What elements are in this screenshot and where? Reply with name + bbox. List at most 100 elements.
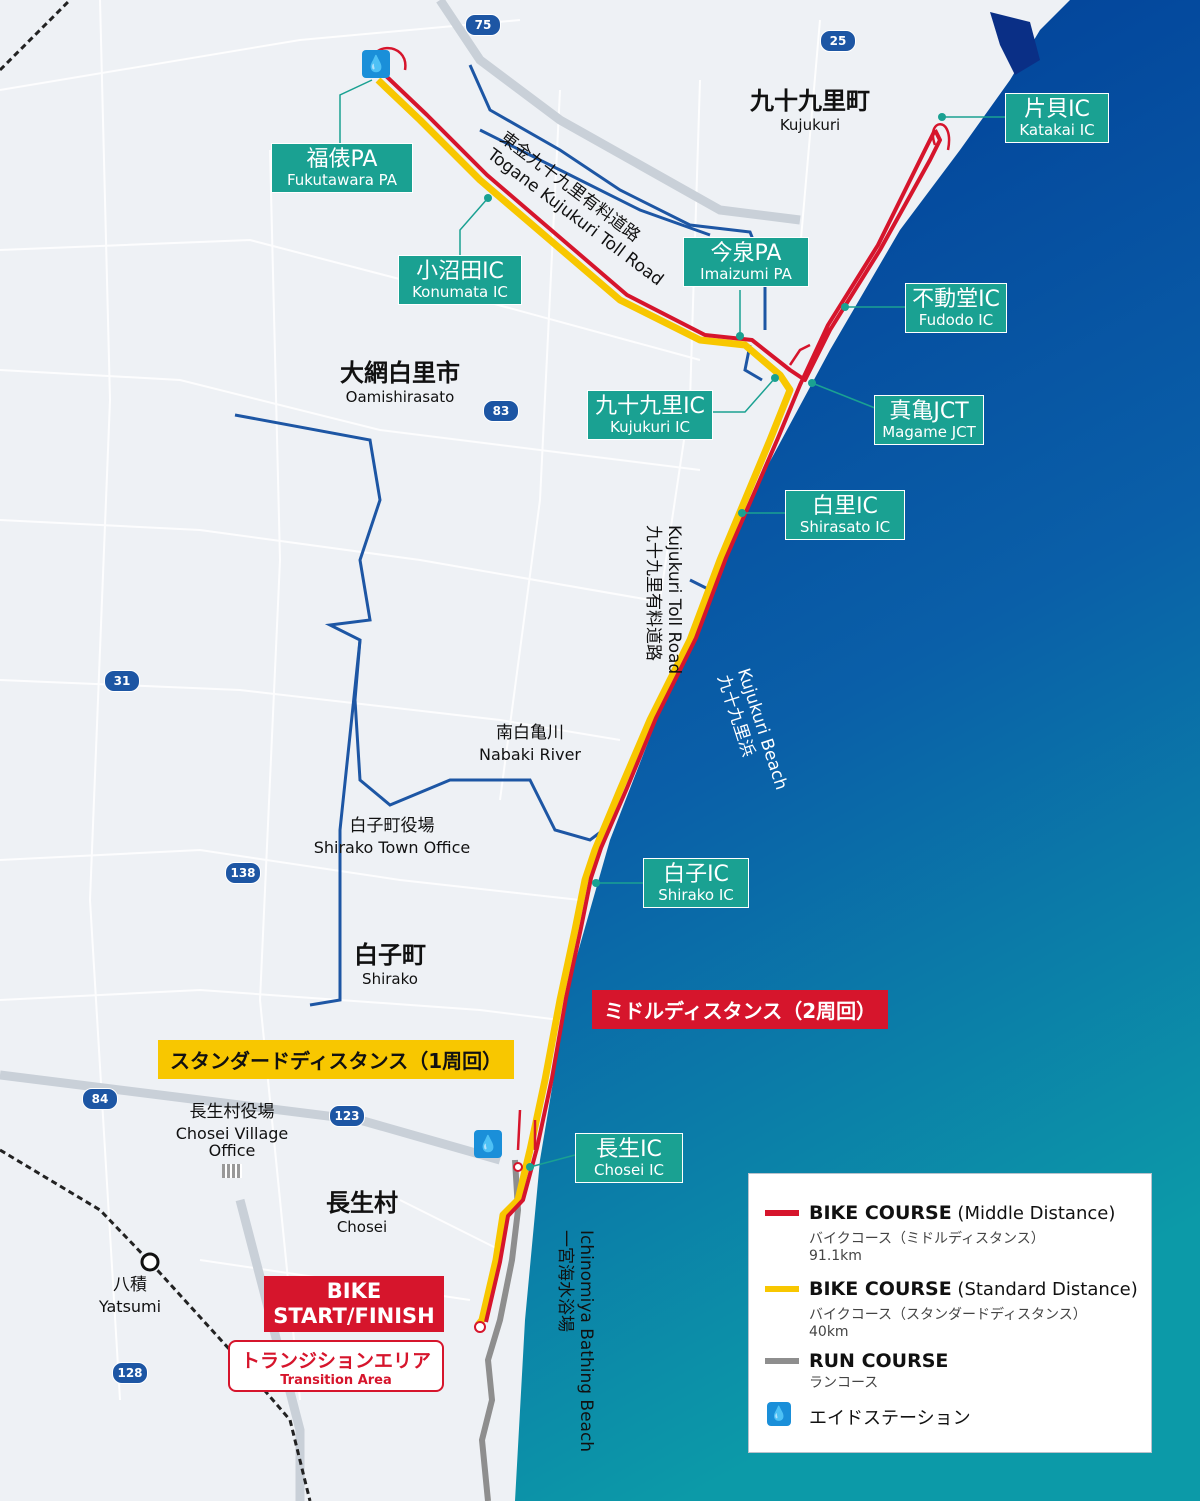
- place-name-jp: 南白亀川: [496, 723, 564, 743]
- road-name-en: Kujukuri Toll Road: [664, 525, 684, 675]
- ic-name-jp: 不動堂IC: [912, 287, 1000, 312]
- turn-arrow: [516, 1109, 537, 1151]
- ic-dots: [484, 113, 946, 1171]
- middle-course-line: [383, 73, 942, 1323]
- ic-name-jp: 長生IC: [596, 1137, 662, 1162]
- ic-name-en: Kujukuri IC: [609, 418, 690, 437]
- ic-name-jp: 九十九里IC: [595, 394, 705, 419]
- harbour: [990, 12, 1040, 75]
- beach-name-en: Ichinomiya Bathing Beach: [576, 1230, 596, 1453]
- ic-name-en: Fukutawara PA: [286, 171, 398, 190]
- place-name-en: Oamishirasato: [345, 388, 455, 407]
- transition-jp: トランジションエリア: [240, 1350, 431, 1372]
- legend-title-main: BIKE COURSE: [809, 1202, 952, 1224]
- legend-sub-jp: バイクコース（ミドルディスタンス）: [809, 1231, 1045, 1247]
- place-name-en: Shirako Town Office: [313, 837, 471, 857]
- station-yatsumi: [140, 1252, 160, 1272]
- place-name-jp: 白子町役場: [349, 816, 435, 836]
- legend-title-paren: (Middle Distance): [957, 1203, 1116, 1224]
- ic-name-jp: 小沼田IC: [416, 259, 504, 284]
- place-name-jp: 白子町: [354, 941, 426, 969]
- place-name-jp: 九十九里町: [750, 87, 870, 115]
- ic-name-jp: 今泉PA: [710, 241, 782, 266]
- place-name-en: Yatsumi: [98, 1296, 162, 1316]
- ic-name-jp: 白里IC: [812, 494, 878, 519]
- ic-name-en: Imaizumi PA: [700, 265, 792, 284]
- route-84-shield: 84: [82, 1088, 118, 1110]
- start-marker: [474, 1321, 486, 1333]
- legend-swatch-grey: [765, 1358, 799, 1364]
- legend-sub-jp: バイクコース（スタンダードディスタンス）: [809, 1307, 1087, 1323]
- middle-distance-tag: ミドルディスタンス（2周回）: [592, 990, 889, 1029]
- legend-sub-jp: ランコース: [809, 1375, 879, 1391]
- place-name-en: Shirako: [362, 970, 418, 989]
- place-name-en: Nabaki River: [479, 744, 581, 764]
- legend-swatch-yellow: [765, 1286, 799, 1292]
- ic-name-jp: 白子IC: [663, 862, 729, 887]
- railway: [0, 1148, 312, 1501]
- place-name-en: Chosei: [336, 1218, 388, 1237]
- legend-sub-dist: 91.1km: [809, 1248, 862, 1264]
- local-roads: [0, 0, 821, 1401]
- route-128-shield: 128: [112, 1362, 148, 1384]
- ic-name-en: Konumata IC: [412, 283, 508, 302]
- building-icon: [222, 1163, 242, 1178]
- major-roads: [0, 0, 801, 1501]
- legend-aid-label: エイドステーション: [809, 1408, 971, 1429]
- ic-name-en: Chosei IC: [593, 1161, 665, 1180]
- ic-name-en: Fudodo IC: [918, 311, 994, 330]
- aid-station-icon: 💧: [474, 1130, 502, 1158]
- route-83-shield: 83: [483, 400, 519, 422]
- place-name-jp: 八積: [113, 1275, 147, 1295]
- run-course-line: [478, 1159, 522, 1501]
- place-name-jp: 長生村役場: [189, 1102, 275, 1122]
- standard-course-line: [375, 77, 794, 1328]
- ichinomiya-beach-label: Ichinomiya Bathing Beach 一宮海水浴場: [554, 1230, 596, 1453]
- legend-title: BIKE COURSE (Standard Distance): [809, 1278, 1138, 1300]
- route-25-shield: 25: [820, 30, 856, 52]
- legend-title-main: BIKE COURSE: [809, 1278, 952, 1300]
- ic-name-jp: 福俵PA: [306, 147, 378, 172]
- aid-station-icon: 💧: [362, 50, 390, 78]
- route-123-shield: 123: [329, 1105, 365, 1127]
- ic-name-jp: 真亀JCT: [889, 399, 969, 424]
- legend-title: RUN COURSE: [809, 1350, 948, 1372]
- route-31-shield: 31: [104, 670, 140, 692]
- ic-leaders: [339, 79, 1005, 1168]
- turn-arrow: [931, 123, 951, 151]
- ic-name-en: Shirasato IC: [799, 518, 891, 537]
- place-name-jp: 大網白里市: [340, 359, 460, 387]
- ic-name-en: Katakai IC: [1019, 121, 1095, 140]
- railway: [0, 0, 72, 72]
- route-138-shield: 138: [225, 862, 261, 884]
- ic-name-en: Magame JCT: [882, 423, 976, 442]
- beach-name-jp: 一宮海水浴場: [554, 1230, 575, 1332]
- transition-en: Transition Area: [280, 1373, 392, 1388]
- legend-title-paren: (Standard Distance): [957, 1279, 1138, 1300]
- sea: [515, 0, 1200, 1501]
- legend: BIKE COURSE (Middle Distance) バイクコース（ミドル…: [748, 1173, 1152, 1453]
- start-line2: START/FINISH: [273, 1304, 435, 1329]
- place-name-jp: 長生村: [326, 1189, 398, 1217]
- ic-name-jp: 片貝IC: [1024, 97, 1090, 122]
- legend-sub-dist: 40km: [809, 1324, 849, 1340]
- standard-distance-tag: スタンダードディスタンス（1周回）: [158, 1040, 515, 1079]
- road-name-jp: 九十九里有料道路: [642, 525, 663, 661]
- legend-title-main: RUN COURSE: [809, 1350, 949, 1372]
- turn-arrow: [788, 343, 811, 366]
- bike-start-finish-label: BIKE START/FINISH: [264, 1276, 444, 1333]
